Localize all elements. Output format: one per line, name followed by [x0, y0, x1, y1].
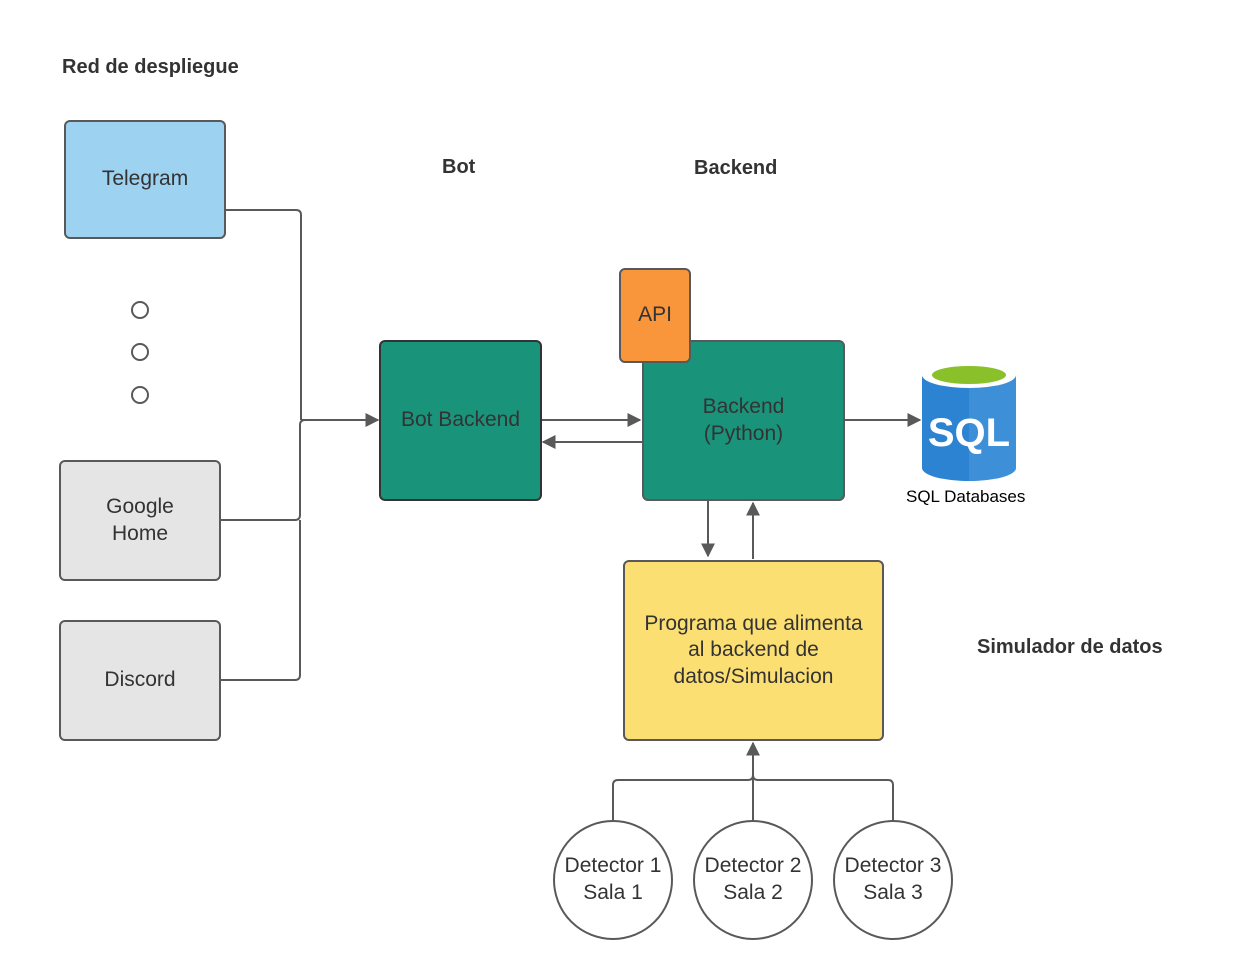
backend-python-box: Backend (Python) — [642, 340, 845, 501]
section-title-backend: Backend — [694, 157, 778, 179]
backend-python-label: Backend (Python) — [702, 394, 785, 445]
discord-label: Discord — [104, 668, 176, 692]
bot-backend-label: Bot Backend — [400, 408, 521, 432]
sql-database-icon: SQL — [922, 362, 1016, 481]
connector-google-home — [221, 419, 306, 521]
ellipsis-dot-icon — [131, 386, 149, 404]
detector-2-label: Detector 2 Sala 2 — [704, 854, 802, 904]
telegram-box: Telegram — [64, 120, 226, 239]
programa-simulador-label: Programa que alimenta al backend de dato… — [644, 611, 863, 688]
telegram-label: Telegram — [101, 167, 189, 191]
bot-backend-box: Bot Backend — [379, 340, 542, 501]
section-title-red-de-despliegue: Red de despliegue — [62, 56, 239, 78]
programa-simulador-box: Programa que alimenta al backend de dato… — [623, 560, 884, 741]
sql-logo-text: SQL — [928, 411, 1010, 455]
detector-1-label: Detector 1 Sala 1 — [564, 854, 662, 904]
section-title-bot: Bot — [442, 156, 476, 178]
ellipsis-dot-icon — [131, 301, 149, 319]
connector-telegram — [226, 209, 302, 420]
detector-1-node: Detector 1 Sala 1 — [553, 820, 673, 940]
connector-discord — [221, 520, 301, 681]
google-home-box: Google Home — [59, 460, 221, 581]
section-title-simulador-de-datos: Simulador de datos — [977, 636, 1163, 658]
detector-3-label: Detector 3 Sala 3 — [844, 854, 942, 904]
connector-detector-3 — [752, 774, 894, 820]
discord-box: Discord — [59, 620, 221, 741]
connector-detector-1 — [612, 741, 760, 820]
api-box: API — [619, 268, 691, 363]
detector-3-node: Detector 3 Sala 3 — [833, 820, 953, 940]
ellipsis-dot-icon — [131, 343, 149, 361]
sql-databases-caption: SQL Databases — [906, 487, 1026, 506]
api-label: API — [638, 303, 672, 327]
google-home-label: Google Home — [106, 494, 174, 545]
detector-2-node: Detector 2 Sala 2 — [693, 820, 813, 940]
